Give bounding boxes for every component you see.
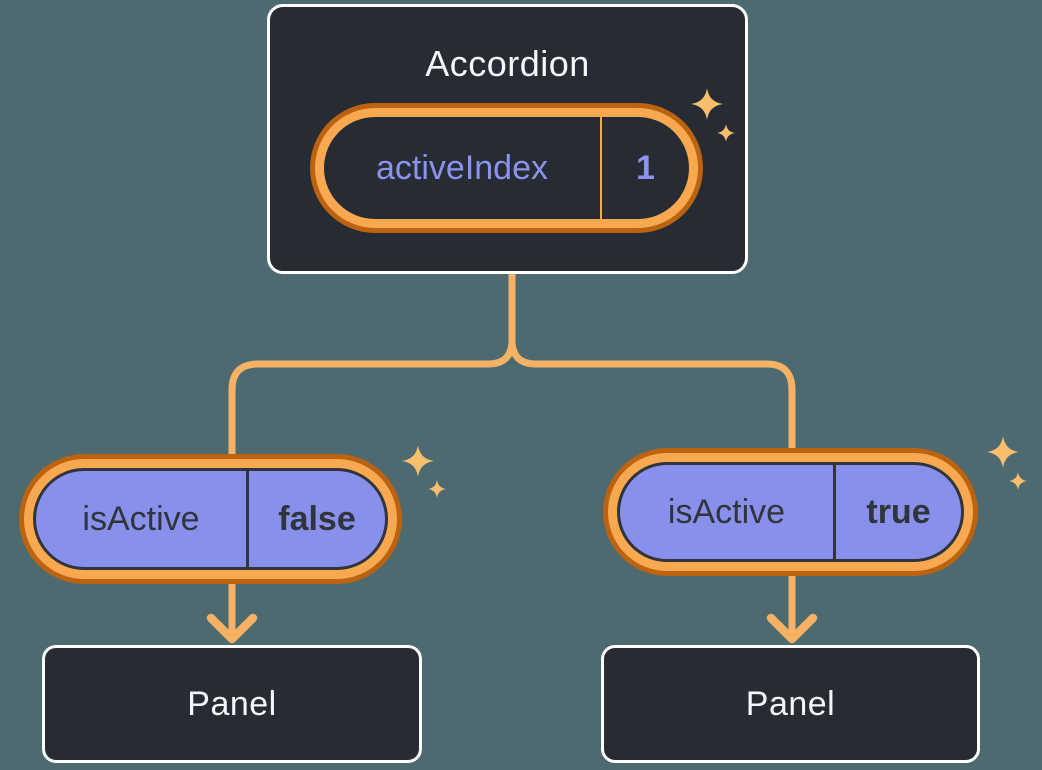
- state-value: 1: [636, 148, 655, 187]
- connector-right-branch: [508, 268, 796, 642]
- prop-pill-body: isActive false: [33, 468, 388, 570]
- sparkle-icon: [402, 445, 434, 477]
- sparkle-icon: [1009, 472, 1027, 490]
- prop-label: isActive: [667, 492, 786, 531]
- panel-title: Panel: [187, 684, 277, 723]
- state-label: activeIndex: [376, 148, 548, 187]
- prop-pill-body: isActive true: [617, 462, 964, 562]
- pill-divider: [600, 117, 602, 219]
- arrow-down-icon: [206, 613, 258, 644]
- prop-value: true: [866, 492, 931, 531]
- accordion-title: Accordion: [425, 43, 590, 84]
- prop-pill-isactive-false: isActive false: [19, 454, 402, 584]
- prop-pill-isactive-true: isActive true: [603, 448, 978, 576]
- prop-pill-ring: isActive true: [608, 453, 973, 571]
- pill-divider: [246, 471, 249, 567]
- state-pill-body: activeIndex 1: [324, 117, 689, 219]
- prop-value: false: [278, 499, 356, 538]
- pill-divider: [833, 465, 836, 559]
- panel-node-left: Panel: [42, 645, 422, 763]
- sparkle-icon: [717, 124, 735, 142]
- prop-pill-ring: isActive false: [24, 459, 397, 579]
- sparkle-icon: [428, 480, 446, 498]
- panel-title: Panel: [745, 684, 836, 723]
- sparkle-icon: [691, 88, 723, 120]
- prop-label: isActive: [82, 499, 200, 538]
- state-pill-ring: activeIndex 1: [315, 108, 698, 228]
- panel-node-right: Panel: [601, 645, 980, 763]
- arrow-down-icon: [766, 613, 818, 644]
- sparkle-icon: [987, 436, 1019, 468]
- state-pill: activeIndex 1: [310, 103, 703, 233]
